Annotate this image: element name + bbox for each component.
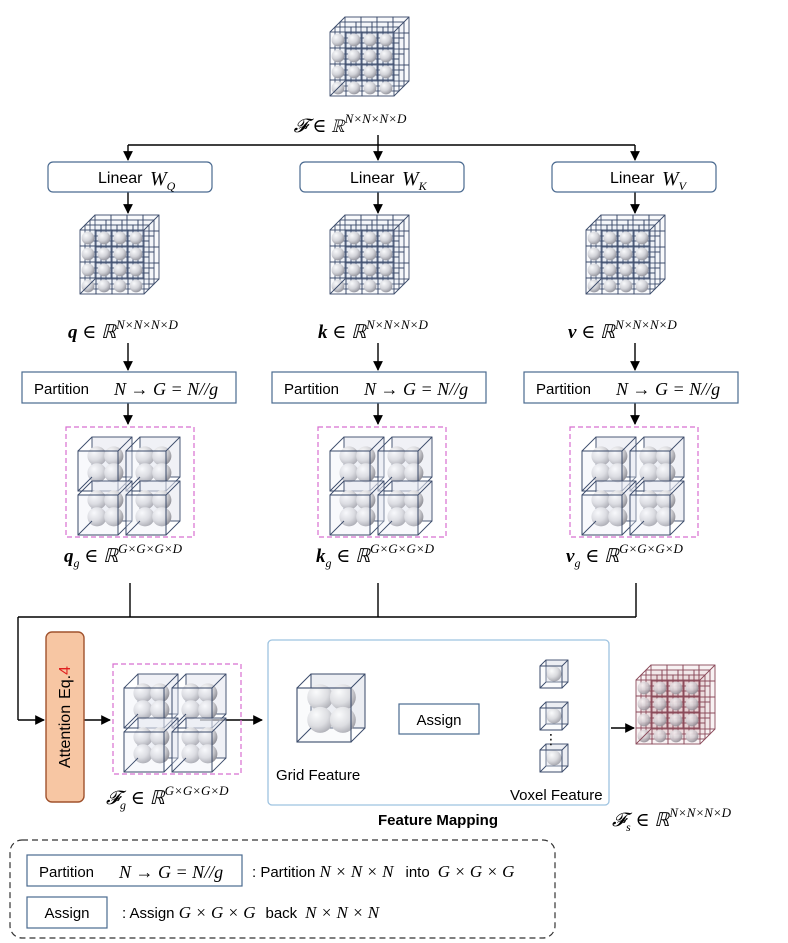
linear-q-word: Linear bbox=[98, 170, 143, 187]
legend-assign-box bbox=[26, 896, 108, 929]
attention-output-frame bbox=[112, 663, 242, 775]
key-label: k ∈ ℝN×N×N×D bbox=[318, 317, 428, 343]
partition-v-box: Partition N → G = N//g bbox=[523, 371, 739, 404]
svg-text:Partition: Partition bbox=[536, 381, 591, 398]
attention-output-label: 𝓕g ∈ ℝG×G×G×D bbox=[106, 783, 229, 812]
value-grid-label: vg ∈ ℝG×G×G×D bbox=[566, 541, 684, 570]
voxel-feature-label: Voxel Feature bbox=[510, 787, 603, 804]
voxel-dots: ⋮ bbox=[544, 731, 558, 747]
output-label: 𝓕s ∈ ℝN×N×N×D bbox=[612, 805, 732, 834]
feature-mapping-title: Feature Mapping bbox=[378, 812, 498, 829]
attention-eq-prefix: Eq. bbox=[57, 675, 74, 699]
attention-output-volume bbox=[123, 673, 227, 773]
attention-eq-number: 4 bbox=[57, 666, 74, 675]
key-grid-label: kg ∈ ℝG×G×G×D bbox=[316, 541, 435, 570]
linear-v-box: Linear WV bbox=[551, 161, 717, 193]
value-grid-volume bbox=[581, 436, 685, 536]
input-feature-volume bbox=[329, 16, 410, 97]
attention-word: Attention bbox=[57, 705, 74, 768]
assign-box bbox=[398, 703, 480, 735]
assign-label: Assign bbox=[416, 712, 461, 729]
svg-text:Partition: Partition bbox=[284, 381, 339, 398]
input-label: 𝓕 ∈ ℝN×N×N×D bbox=[294, 111, 407, 137]
query-grid-label: qg ∈ ℝG×G×G×D bbox=[64, 541, 183, 570]
key-grid-volume bbox=[329, 436, 433, 536]
grid-feature-label: Grid Feature bbox=[276, 767, 360, 784]
value-volume bbox=[585, 214, 666, 295]
linear-k-symbol: WK bbox=[402, 168, 428, 193]
value-label: v ∈ ℝN×N×N×D bbox=[568, 317, 677, 343]
value-grid-frame bbox=[569, 426, 699, 538]
svg-text:N → G = N//g: N → G = N//g bbox=[363, 379, 468, 399]
query-grid-frame bbox=[65, 426, 195, 538]
key-grid-frame bbox=[317, 426, 447, 538]
legend-partition-word: Partition bbox=[39, 864, 94, 881]
feature-mapping-panel: Grid Feature Assign ⋮ Voxel Feature bbox=[267, 639, 610, 806]
legend-partition-formula: N → G = N//g bbox=[118, 862, 223, 882]
linear-k-box: Linear WK bbox=[299, 161, 465, 193]
linear-q-symbol: WQ bbox=[150, 168, 176, 193]
svg-text:AttentionEq.4: Attention Eq.4 bbox=[57, 666, 74, 768]
query-grid-volume bbox=[77, 436, 181, 536]
linear-v-word: Linear bbox=[610, 170, 655, 187]
query-label: q ∈ ℝN×N×N×D bbox=[68, 317, 178, 343]
output-feature-volume bbox=[635, 664, 716, 745]
query-volume bbox=[79, 214, 160, 295]
partition-q-box: Partition N → G = N//g bbox=[21, 371, 237, 404]
attention-block: Attention Eq.4 bbox=[45, 631, 85, 803]
legend-assign-word: Assign bbox=[44, 905, 89, 922]
legend-partition-box bbox=[26, 854, 243, 887]
linear-q-box: Linear WQ bbox=[47, 161, 213, 193]
voxel-feature-cubes bbox=[539, 659, 569, 773]
linear-k-word: Linear bbox=[350, 170, 395, 187]
svg-text:N → G = N//g: N → G = N//g bbox=[113, 379, 218, 399]
legend: Partition N → G = N//g : Partition N × N… bbox=[9, 839, 556, 939]
svg-text:Partition: Partition bbox=[34, 381, 89, 398]
linear-v-symbol: WV bbox=[662, 168, 688, 193]
svg-text:N → G = N//g: N → G = N//g bbox=[615, 379, 720, 399]
partition-k-box: Partition N → G = N//g bbox=[271, 371, 487, 404]
key-volume bbox=[329, 214, 410, 295]
grid-feature-cube bbox=[296, 673, 366, 743]
